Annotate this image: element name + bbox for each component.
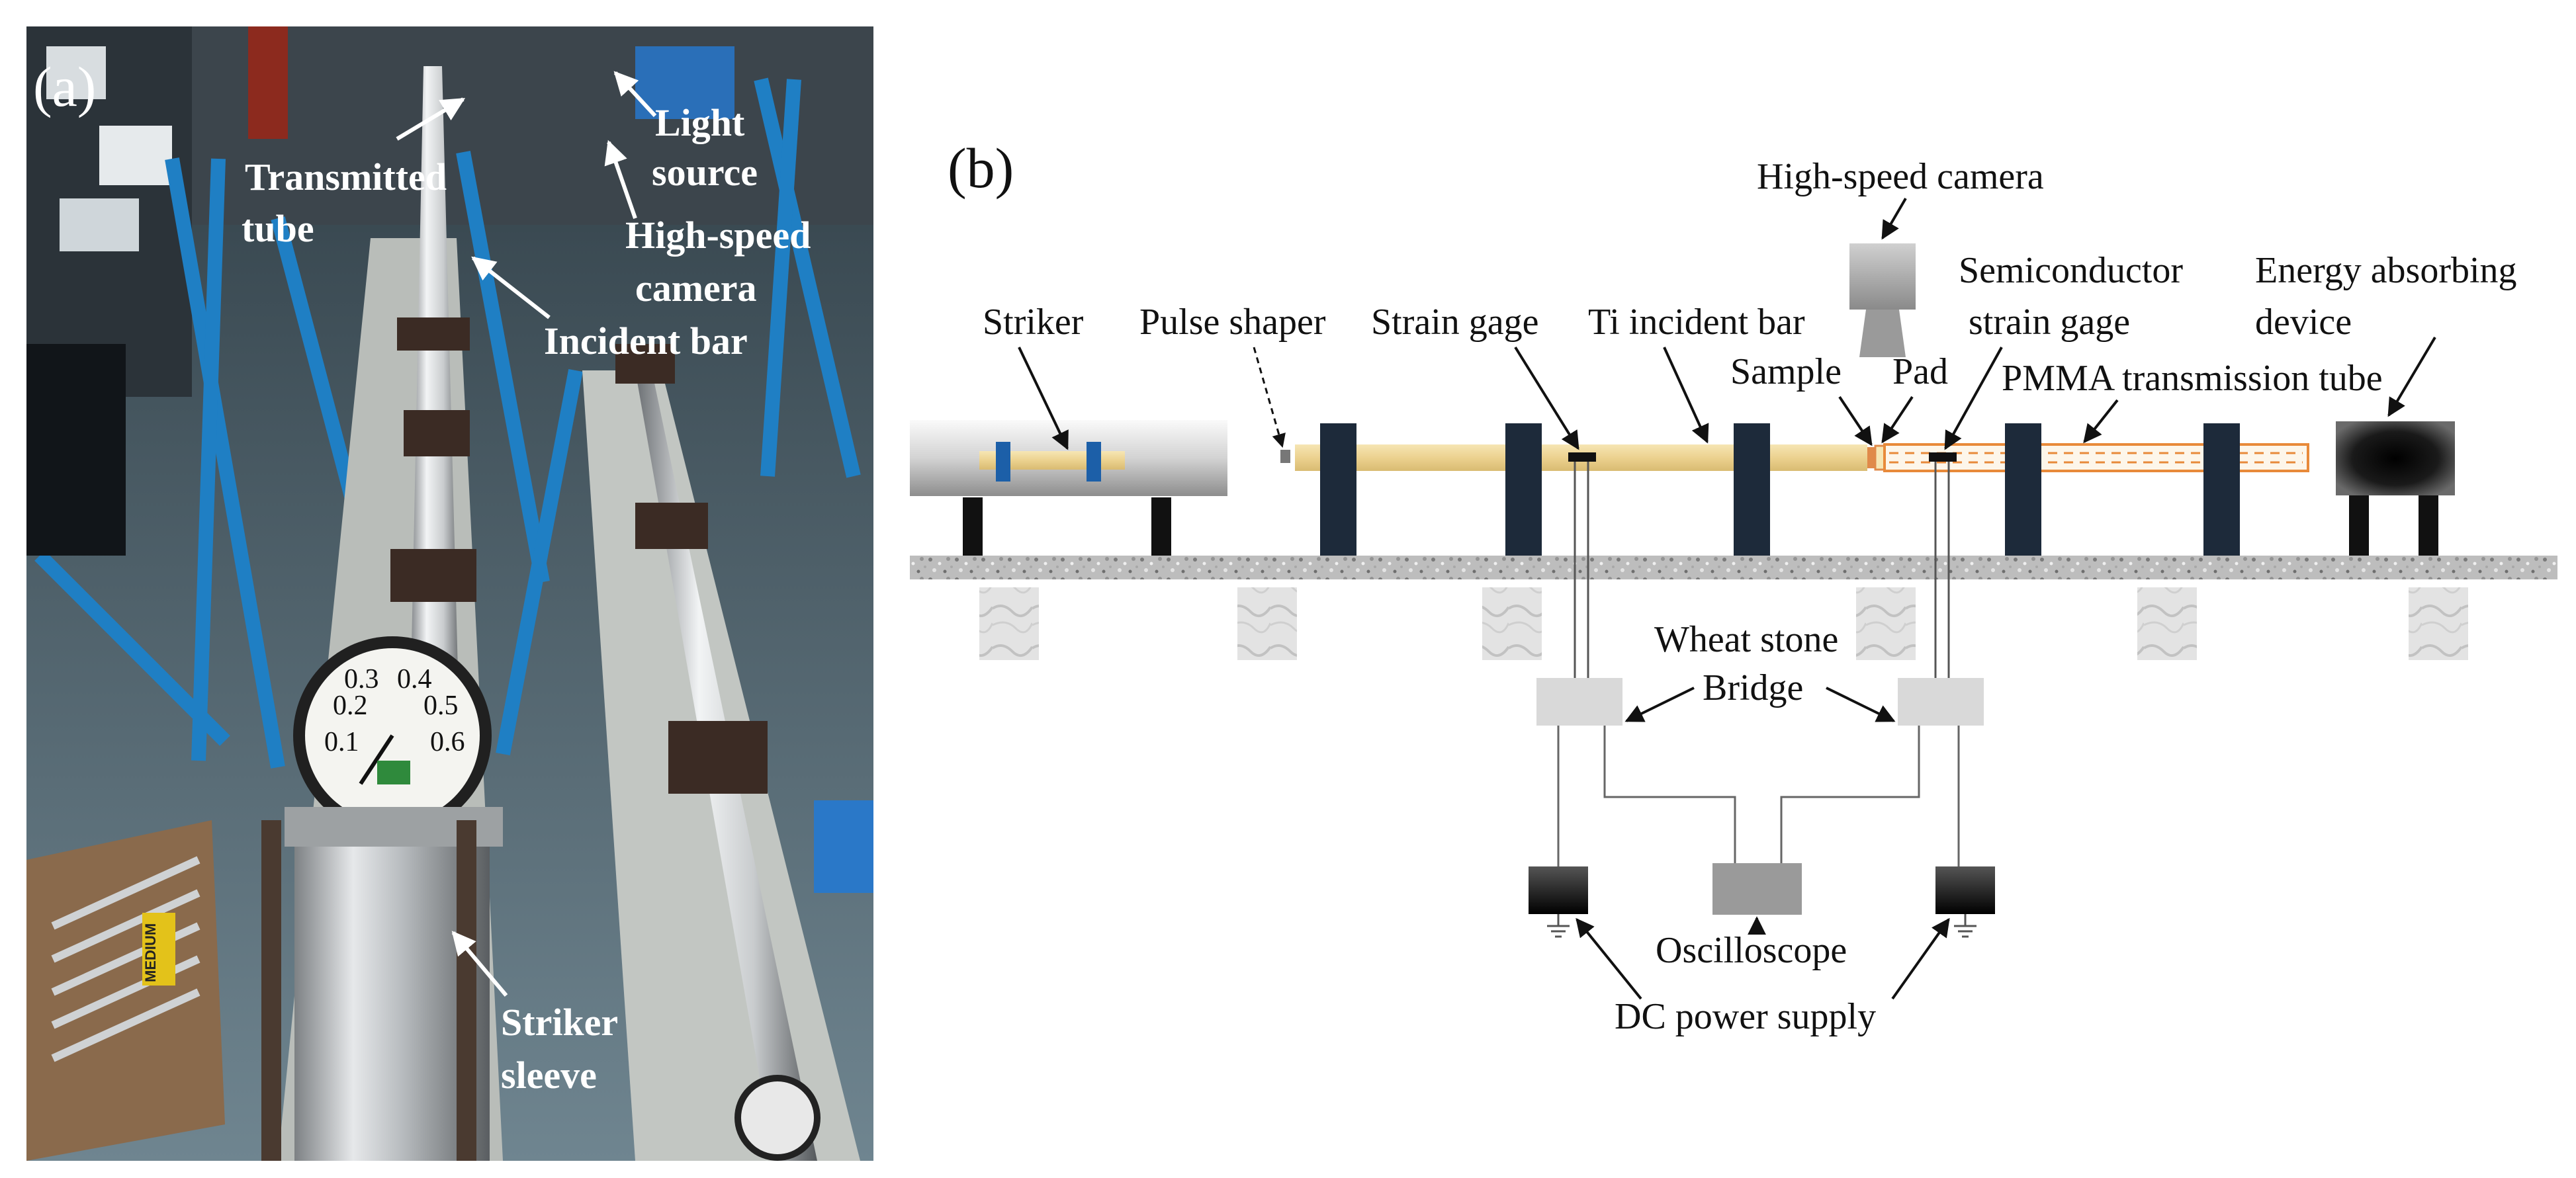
semiconductor-label-2: strain gage xyxy=(1969,302,2130,343)
gauge-tick-label: 0.3 xyxy=(344,664,379,694)
gauge-green-label xyxy=(377,761,410,784)
circuit-wires xyxy=(1557,726,1960,866)
bridge-pointer-right xyxy=(1826,687,1896,722)
energy-absorbing-label-1: Energy absorbing xyxy=(2255,250,2517,291)
dc-pointer-right xyxy=(1891,917,1950,1000)
high-speed-camera-label-2: camera xyxy=(635,267,757,310)
semiconductor-pointer xyxy=(1944,347,2003,450)
incident-bar-pointer xyxy=(1663,347,1709,444)
marble-feet xyxy=(979,587,2468,660)
strain-gage-label: Strain gage xyxy=(1371,302,1538,343)
high-speed-camera-label-1: High-speed xyxy=(625,214,811,257)
yellow-sticker xyxy=(142,913,175,986)
oscilloscope-label: Oscilloscope xyxy=(1656,930,1847,971)
pad xyxy=(1874,444,1886,471)
striker-label: Striker xyxy=(983,302,1084,343)
wheatstone-label-1: Wheat stone xyxy=(1654,619,1838,660)
bridge-pointer-left xyxy=(1624,687,1695,722)
red-cabinet xyxy=(248,26,288,139)
absorber-leg xyxy=(2349,495,2369,556)
camera-arrow xyxy=(604,140,637,219)
absorber-leg xyxy=(2419,495,2438,556)
instrument-box xyxy=(46,46,106,99)
gauge-tick-label: 0.4 xyxy=(397,664,432,694)
striker-leg xyxy=(1151,497,1171,556)
wheatstone-bridge-right xyxy=(1898,678,1984,726)
gage-wires xyxy=(1574,462,1950,678)
semiconductor-label-1: Semiconductor xyxy=(1959,250,2183,291)
energy-absorbing-device xyxy=(2336,421,2455,495)
light-source-label-2: source xyxy=(652,151,758,194)
dc-power-label: DC power supply xyxy=(1615,996,1876,1037)
striker-leg xyxy=(963,497,983,556)
pmma-tube-label: PMMA transmission tube xyxy=(2002,358,2383,399)
blue-crate xyxy=(814,800,873,893)
gauge-tick-label: 0.2 xyxy=(333,691,368,721)
pressure-gauge: 0.2 0.3 0.4 0.5 0.6 0.1 xyxy=(293,636,492,835)
small-gauge xyxy=(734,1075,821,1161)
photo-panel-a: 0.2 0.3 0.4 0.5 0.6 0.1 MEDIUM ( xyxy=(26,26,873,1161)
ti-incident-bar-label: Ti incident bar xyxy=(1588,302,1805,343)
rod-supports xyxy=(390,317,768,794)
strain-gage-pointer xyxy=(1514,346,1579,450)
ground-symbol xyxy=(1547,914,1976,938)
bar-supports xyxy=(1320,423,2240,556)
camera-pointer xyxy=(1881,197,1907,240)
striker-pointer xyxy=(1018,347,1069,450)
striker-band xyxy=(1087,442,1101,482)
dc-power-supply-right xyxy=(1935,866,1995,914)
sticker-text: MEDIUM xyxy=(142,923,159,982)
transmitted-tube-label-2: tube xyxy=(242,207,314,250)
high-speed-camera xyxy=(1849,243,1916,357)
sleeve-bolt xyxy=(261,820,281,1161)
cart-right xyxy=(635,46,734,119)
pad-label: Pad xyxy=(1892,351,1948,392)
incident-bar-label: Incident bar xyxy=(544,319,748,362)
wheatstone-bridge-left xyxy=(1536,678,1622,726)
pad-pointer xyxy=(1881,396,1914,444)
wheatstone-label-2: Bridge xyxy=(1703,667,1803,708)
sample xyxy=(1867,447,1875,468)
dc-pointer-left xyxy=(1576,917,1642,1000)
instrument-box xyxy=(99,126,172,185)
striker-sleeve-label-1: Striker xyxy=(501,1001,618,1044)
gauge-tick-label: 0.6 xyxy=(430,727,465,757)
semiconductor-strain-gage xyxy=(1929,452,1957,462)
energy-pointer xyxy=(2387,336,2436,417)
dc-power-supply-left xyxy=(1529,866,1588,914)
pulse-shaper xyxy=(1280,450,1290,463)
energy-absorbing-label-2: device xyxy=(2255,302,2352,343)
striker-sleeve-arrow xyxy=(451,931,508,997)
sample-pointer xyxy=(1838,396,1873,446)
high-speed-camera-label: High-speed camera xyxy=(1757,156,2044,197)
light-source-arrow xyxy=(613,71,657,118)
panel-a-label: (a) xyxy=(33,55,96,118)
sleeve-bolt xyxy=(457,820,476,1161)
transmitted-tube-label-1: Transmitted xyxy=(245,155,447,198)
instrument-box xyxy=(60,198,139,251)
schematic-panel-b: (b) High-speed camera Striker Pulse shap… xyxy=(910,136,2557,1037)
oscilloscope xyxy=(1712,863,1802,915)
gauge-tick-label: 0.5 xyxy=(423,691,459,721)
pulse-shaper-pointer xyxy=(1253,347,1286,448)
striker-sleeve-label-2: sleeve xyxy=(501,1054,597,1097)
pmma-pointer xyxy=(2083,399,2119,444)
computer-monitor xyxy=(26,344,126,556)
panel-b-label: (b) xyxy=(948,136,1014,200)
blue-frames xyxy=(34,77,861,769)
strain-gage xyxy=(1568,452,1596,462)
sample-label: Sample xyxy=(1730,351,1842,392)
light-source-label-1: Light xyxy=(655,101,745,144)
gauge-tick-label: 0.1 xyxy=(324,727,359,757)
transmitted-arrow xyxy=(396,97,466,141)
incident-bar-arrow xyxy=(471,256,551,319)
pulse-shaper-label: Pulse shaper xyxy=(1139,302,1326,343)
striker-band xyxy=(996,442,1010,482)
gravel-base xyxy=(910,556,2557,579)
